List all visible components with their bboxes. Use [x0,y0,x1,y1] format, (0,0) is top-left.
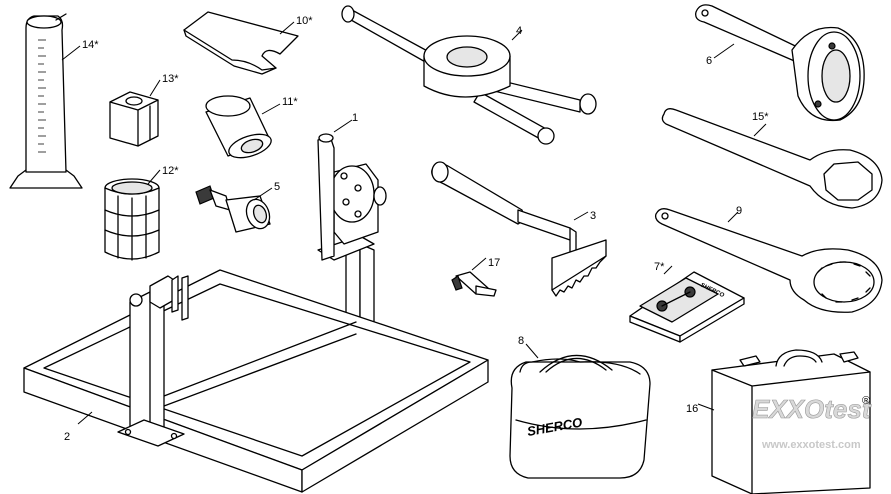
callout-10: 10* [296,15,313,27]
callout-8: 8 [518,335,524,347]
callout-9: 9 [736,205,742,217]
callout-labels: 1 2 3 4 5 6 7* 8 9 10* 11* 12* 13* 14* 1… [64,15,769,443]
measuring-cylinder [9,13,83,189]
puller-sleeve [205,95,281,159]
connector-tip [451,257,497,297]
clamp-block [109,79,161,147]
pin-spanner-wrench [695,4,865,122]
carry-case: EXXOtest ® www.exxotest.com [697,349,872,494]
callout-11: 11* [282,96,298,108]
service-manual: SHERCO [629,265,745,343]
flat-shim [183,11,299,75]
callout-5: 5 [274,181,280,193]
slotted-sleeve [104,169,161,261]
callout-13: 13* [162,73,179,85]
callout-12: 12* [162,165,179,177]
callout-14: 14* [82,39,99,51]
case-brand: EXXOtest [752,394,872,424]
octagon-wrench [661,108,883,209]
callout-6: 6 [706,55,712,67]
callout-4: 4 [516,25,522,37]
oil-tray-stand [23,269,489,493]
callout-7: 7* [654,261,665,273]
callout-15: 15* [752,111,769,123]
callout-16: 16 [686,403,698,415]
case-url: www.exxotest.com [761,439,861,451]
bolt-puller [195,185,273,233]
callout-3: 3 [590,210,596,222]
callout-2: 2 [64,431,70,443]
flywheel-holder [341,5,597,145]
callout-1: 1 [352,112,358,124]
rake-scraper [431,161,607,297]
case-registered-mark: ® [862,395,870,407]
tool-bag: SHERCO [509,343,651,479]
clutch-wrench [654,208,883,313]
callout-17: 17 [488,257,500,269]
